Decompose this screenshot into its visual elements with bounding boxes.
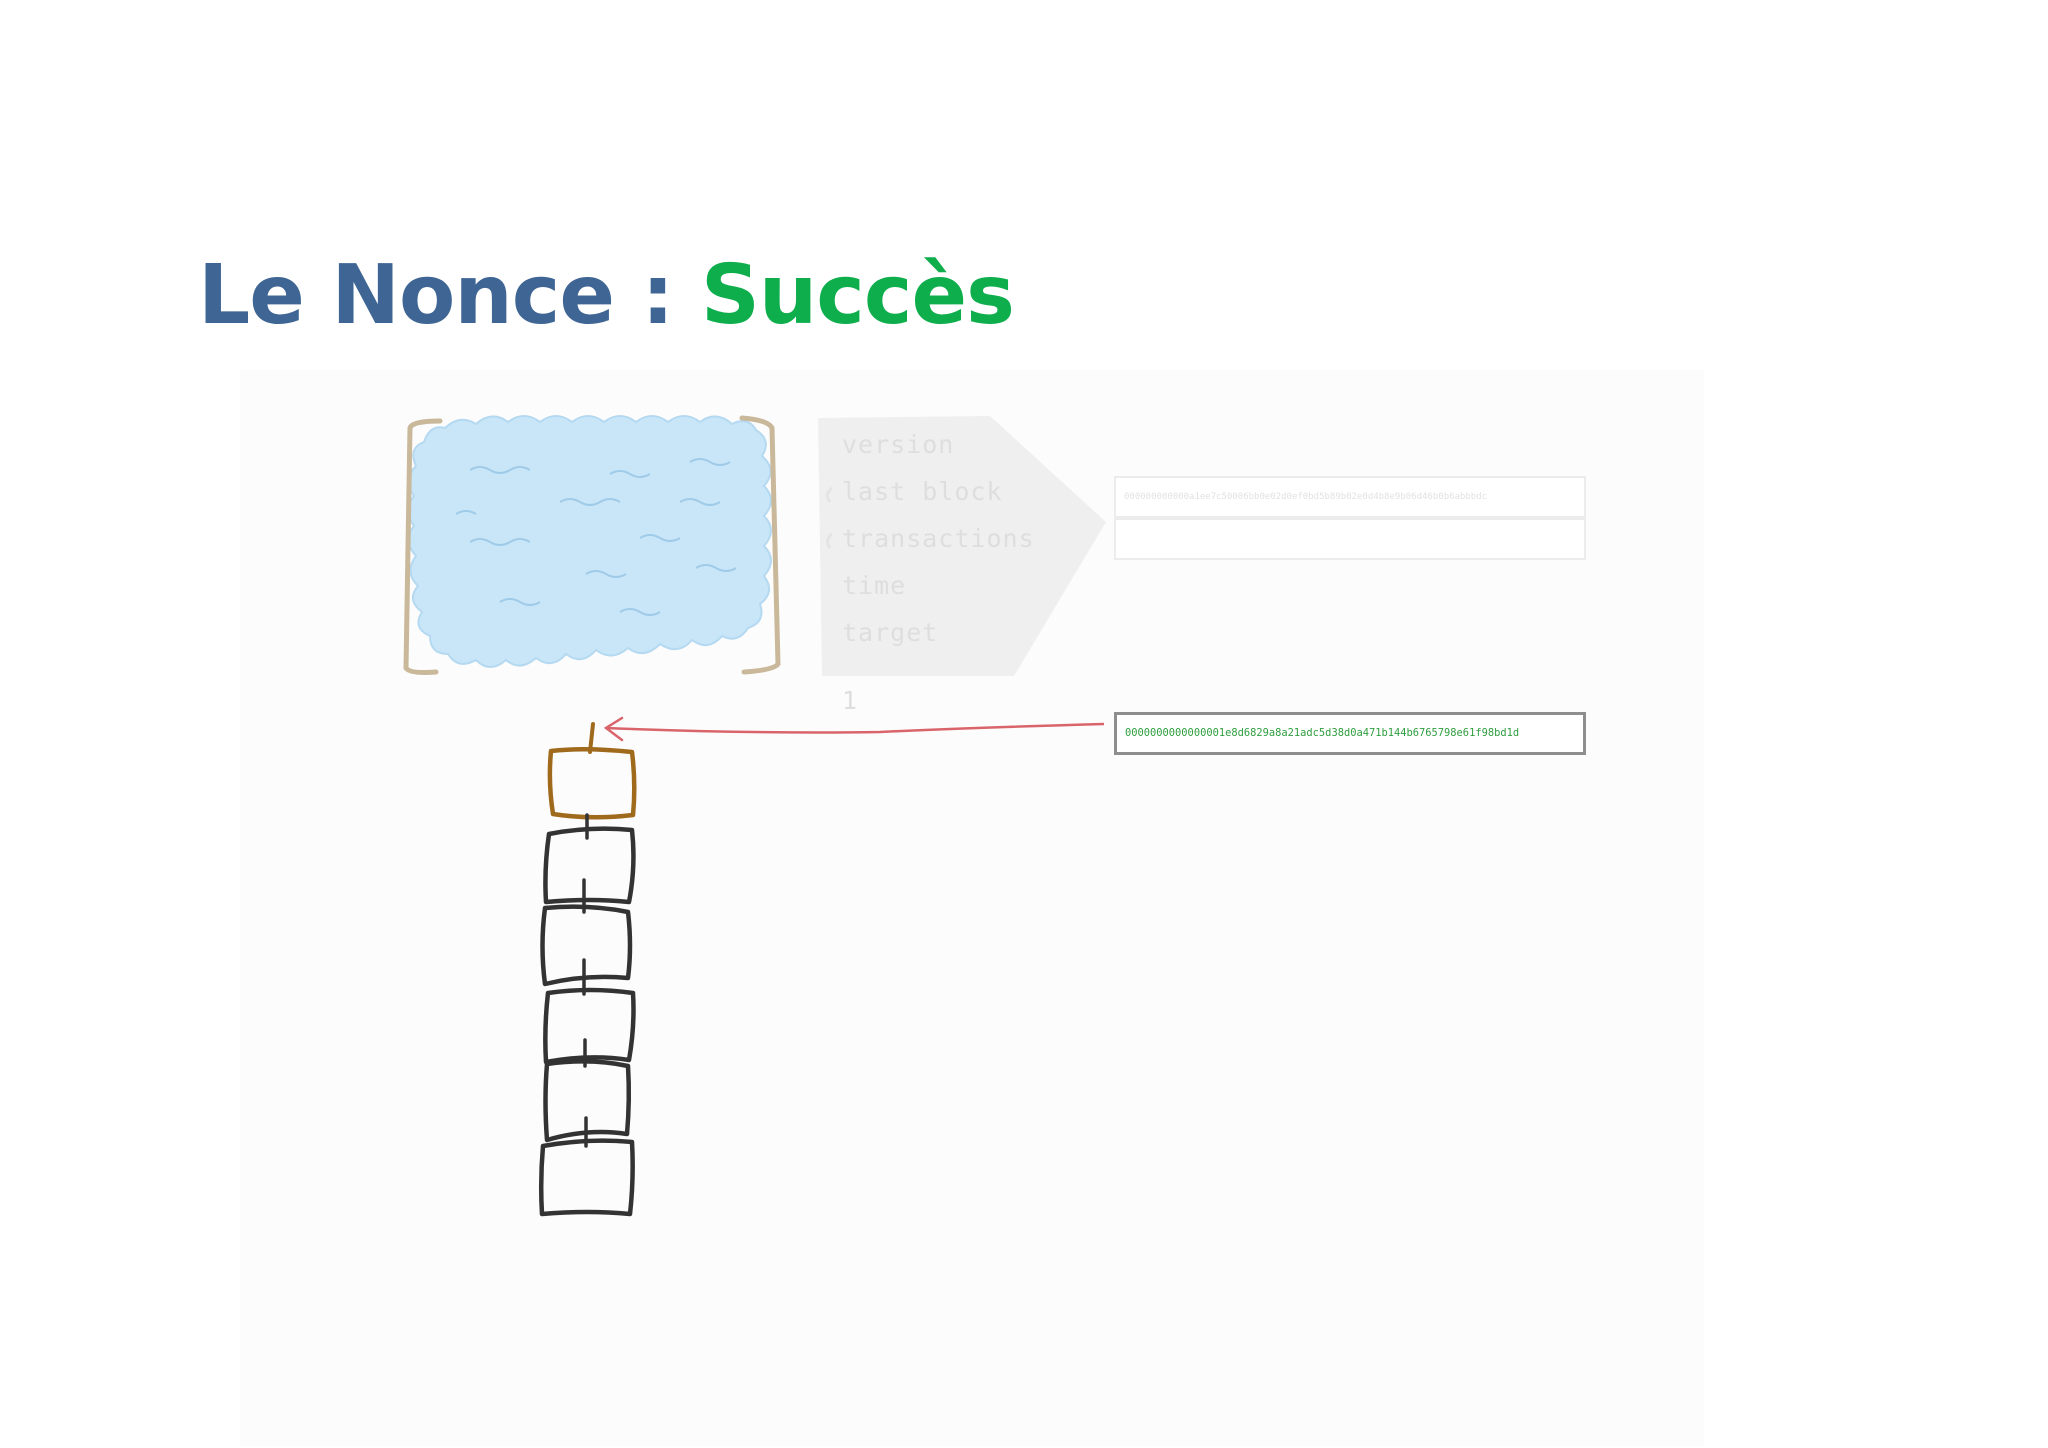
title-main: Le Nonce : <box>198 248 701 343</box>
success-hash-box: 0000000000000001e8d6829a8a21adc5d38d0a47… <box>1114 712 1586 755</box>
header-field-target: target <box>842 618 939 647</box>
nonce-value: 1 <box>842 686 859 715</box>
header-field-time: time <box>842 571 907 600</box>
header-field-version: version <box>842 430 955 459</box>
slide-title: Le Nonce : Succès <box>198 255 1015 337</box>
empty-hash-box <box>1114 518 1586 560</box>
previous-hash-box: 000000000000a1ee7c50006bb0e02d0ef0bd5b89… <box>1114 476 1586 518</box>
header-field-transactions: transactions <box>842 524 1035 553</box>
title-accent: Succès <box>700 248 1015 343</box>
header-field-last-block: last block <box>842 477 1003 506</box>
